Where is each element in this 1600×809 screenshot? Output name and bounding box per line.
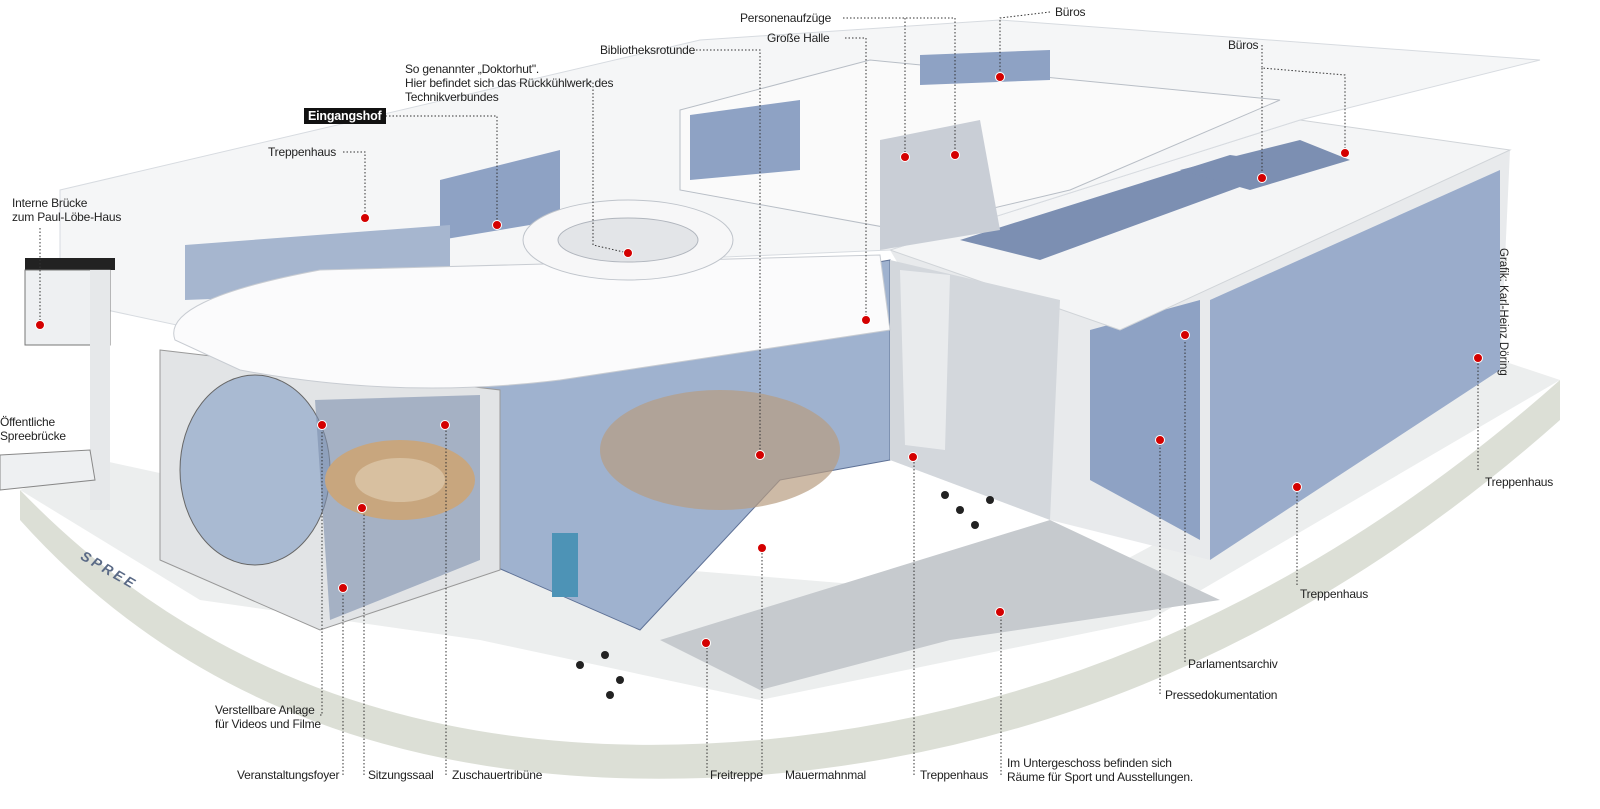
label-freitreppe: Freitreppe	[710, 768, 763, 782]
marker-dot-eingangshof	[492, 220, 502, 230]
marker-dot-mauermahnmal	[757, 543, 767, 553]
label-treppenhaus-far-right: Treppenhaus	[1485, 475, 1554, 489]
label-parlamentsarchiv: Parlamentsarchiv	[1188, 657, 1278, 671]
plenary-cylinder	[159, 349, 501, 631]
marker-dot-treppenhaus-bottom	[908, 452, 918, 462]
marker-dot-freitreppe	[701, 638, 711, 648]
marker-dot-bibliotheksrotunde	[755, 450, 765, 460]
label-doktorhut: So genannter „Doktorhut". Hier befindet …	[405, 62, 614, 104]
marker-dot-pressedokumentation	[1155, 435, 1165, 445]
marker-dot-personenaufzuege	[950, 150, 960, 160]
label-veranstaltungsfoyer: Veranstaltungsfoyer	[237, 768, 340, 782]
label-interne-bruecke: Interne Brücke zum Paul-Löbe-Haus	[12, 196, 122, 224]
label-untergeschoss: Im Untergeschoss befinden sich Räume für…	[1007, 756, 1193, 784]
marker-dot-bueros-top	[995, 72, 1005, 82]
marker-dot-untergeschoss	[995, 607, 1005, 617]
label-eingangshof: Eingangshof	[304, 108, 386, 124]
ground-plate	[20, 360, 1560, 779]
label-mauermahnmal: Mauermahnmal	[785, 768, 866, 782]
marker-dot-parlamentsarchiv	[1180, 330, 1190, 340]
people	[576, 491, 994, 699]
marker-dot-bueros-right	[1340, 148, 1350, 158]
label-spreebruecke: Öffentliche Spreebrücke	[0, 415, 66, 443]
label-zuschauertribuene: Zuschauertribüne	[452, 768, 543, 782]
marker-dot-sitzungssaal	[357, 503, 367, 513]
label-verstellbare-anlage: Verstellbare Anlage für Videos und Filme	[215, 703, 321, 731]
leader-personenaufzuege	[843, 17, 956, 152]
label-treppenhaus-bottom: Treppenhaus	[920, 768, 989, 782]
marker-dot-personenaufzuege	[900, 152, 910, 162]
marker-dot-veranstaltungsfoyer	[338, 583, 348, 593]
label-bibliotheksrotunde: Bibliotheksrotunde	[600, 43, 696, 57]
central-hall	[479, 259, 1220, 690]
roof	[173, 199, 891, 389]
label-personenaufzuege: Personenaufzüge	[740, 11, 832, 25]
leader-verstellbare-anlage	[320, 430, 323, 716]
leader-treppenhaus-left	[343, 151, 366, 213]
marker-dot-grosse-halle	[861, 315, 871, 325]
marker-dot-treppenhaus-far-right	[1473, 353, 1483, 363]
mauermahnmal-panel	[552, 533, 578, 597]
marker-dot-bueros-right	[1257, 173, 1267, 183]
marker-dot-interne-bruecke	[35, 320, 45, 330]
leader-grosse-halle	[845, 37, 867, 315]
leader-lines	[39, 11, 1479, 775]
leader-doktorhut	[590, 81, 629, 254]
office-block-right	[888, 119, 1512, 560]
label-sitzungssaal: Sitzungssaal	[368, 768, 434, 782]
marker-dot-treppenhaus-left	[360, 213, 370, 223]
bridges	[0, 258, 115, 510]
label-bueros-top: Büros	[1055, 5, 1086, 19]
label-bueros-right: Büros	[1228, 38, 1259, 52]
label-grosse-halle: Große Halle	[767, 31, 830, 45]
label-treppenhaus-right: Treppenhaus	[1300, 587, 1369, 601]
marker-dot-doktorhut	[623, 248, 633, 258]
marker-dot-verstellbare-anlage	[317, 420, 327, 430]
leader-bueros-top	[999, 11, 1051, 72]
leader-bibliotheksrotunde	[696, 49, 761, 450]
credit: Grafik: Karl-Heinz Döring	[1497, 248, 1509, 376]
marker-dot-treppenhaus-right	[1292, 482, 1302, 492]
marker-dots	[35, 72, 1483, 648]
office-block-rear	[59, 19, 1541, 331]
label-pressedokumentation: Pressedokumentation	[1165, 688, 1278, 702]
leader-bueros-right	[1261, 45, 1346, 173]
marker-dot-zuschauertribuene	[440, 420, 450, 430]
label-treppenhaus-left: Treppenhaus	[268, 145, 337, 159]
